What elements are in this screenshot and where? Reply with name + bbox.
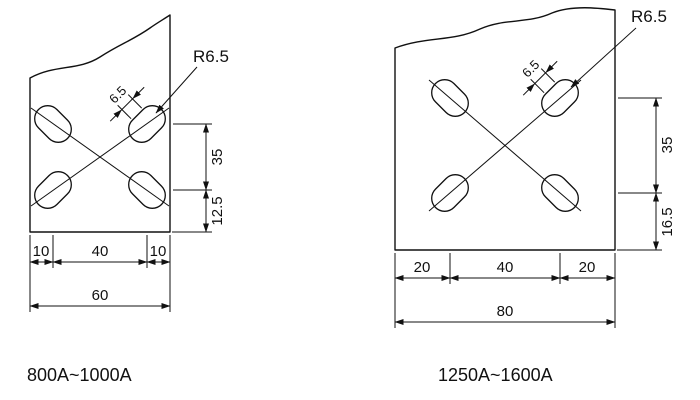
extension-line	[540, 68, 556, 83]
center-line	[30, 107, 170, 207]
extension-line	[127, 94, 143, 109]
dim-label-slot-pitch: 6.5	[106, 83, 129, 106]
dim-label-vertical-lower: 16.5	[659, 207, 676, 236]
dim-label-vertical-upper: 35	[209, 149, 226, 166]
leader-line	[570, 27, 637, 88]
slot-pitch-dimension: 6.5	[519, 57, 558, 96]
plate-outline	[29, 14, 171, 233]
slot-hole	[431, 174, 469, 212]
dimension-arrow-line	[545, 60, 558, 73]
dim-label: 20	[579, 259, 596, 276]
dim-label-vertical-lower: 12.5	[209, 196, 226, 225]
diagram-1250a-1600a: 6.5 R6.5 20 40 20 80 35 16.5 1250A~1600A	[394, 7, 676, 385]
dim-label-vertical-upper: 35	[659, 137, 676, 154]
dim-label: 40	[497, 259, 514, 276]
slot-hole	[431, 79, 469, 117]
extension-line	[530, 78, 545, 94]
dim-label: 20	[414, 259, 431, 276]
diagram-caption: 800A~1000A	[27, 365, 132, 385]
dimension-arrow-line	[109, 109, 122, 122]
slot-hole	[128, 171, 166, 209]
center-line	[428, 79, 582, 212]
slot-hole	[34, 105, 72, 143]
slot-hole	[34, 171, 72, 209]
leader-line	[155, 66, 198, 114]
dimension-line	[534, 72, 546, 84]
dim-label: 40	[92, 243, 109, 260]
slot-pitch-dimension: 6.5	[106, 83, 145, 122]
dim-label-slot-pitch: 6.5	[519, 57, 542, 80]
dim-label-total-width: 80	[497, 303, 514, 320]
diagram-800a-1000a: 6.5 R6.5 10 40 10 60 35 12.5 800A~1000A	[27, 14, 229, 385]
diagram-caption: 1250A~1600A	[438, 365, 553, 385]
dimension-arrow-line	[522, 83, 535, 96]
dimension-line	[121, 98, 133, 110]
dim-label: 10	[150, 243, 167, 260]
dimension-arrow-line	[132, 86, 145, 99]
dim-label-total-width: 60	[92, 287, 109, 304]
slot-hole	[541, 174, 579, 212]
extension-line	[117, 104, 132, 120]
dim-label: 10	[33, 243, 50, 260]
radius-callout-label: R6.5	[631, 7, 667, 26]
radius-callout-label: R6.5	[193, 47, 229, 66]
plate-outline	[394, 7, 616, 251]
